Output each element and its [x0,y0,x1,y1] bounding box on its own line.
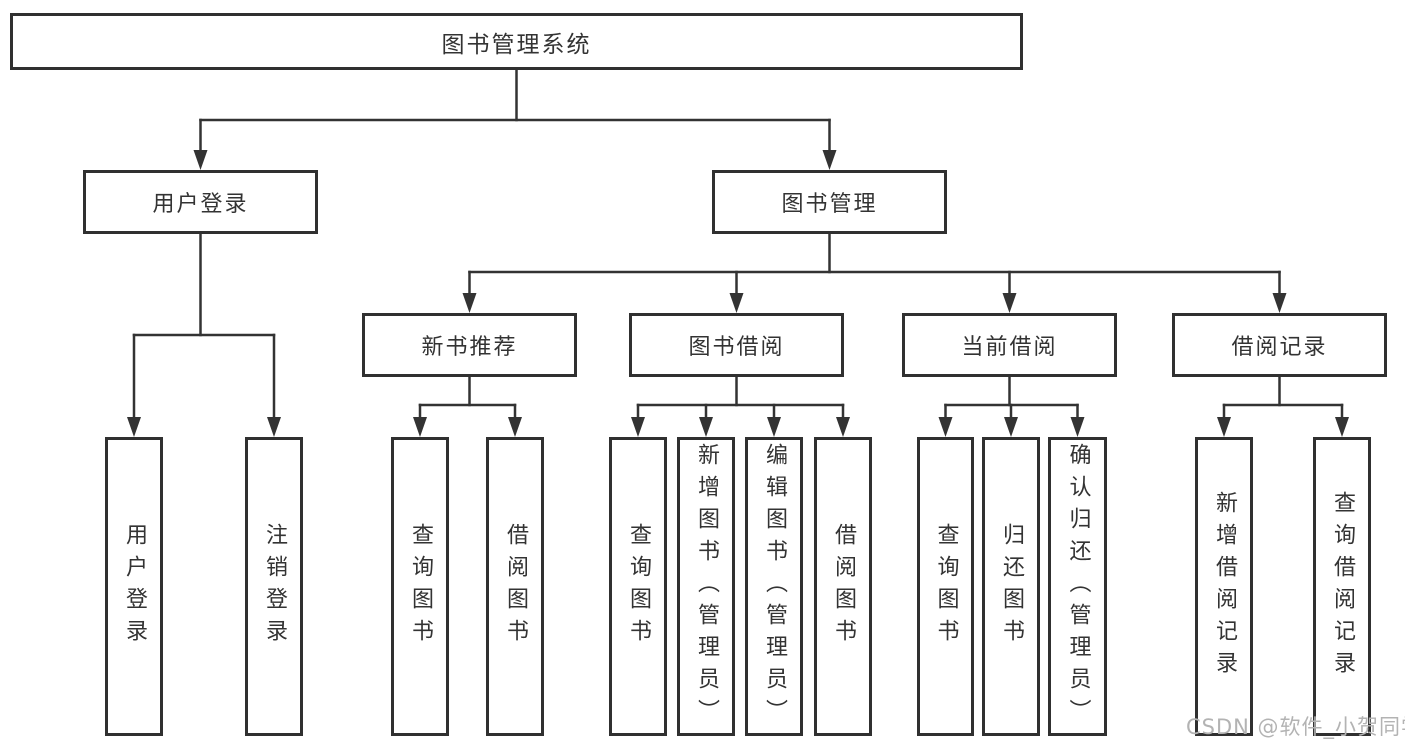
node-leaf-query-borrow-record-label: 查询借阅记录 [1330,490,1355,683]
node-book-management-label: 图书管理 [781,192,878,217]
arrowhead-icon [193,150,208,170]
node-new-book-recommendation: 新书推荐 [362,313,577,377]
arrowhead-icon [822,150,837,170]
node-leaf-query-borrow-record: 查询借阅记录 [1313,437,1371,736]
node-book-borrowing-label: 图书借阅 [688,335,785,360]
node-library-management-system-label: 图书管理系统 [441,31,592,58]
arrowhead-icon [413,417,427,437]
node-leaf-borrow-books-1-label: 借阅图书 [503,522,528,651]
arrowhead-icon [462,293,477,313]
node-leaf-confirm-return-admin-label: 确认归还（管理员） [1065,442,1091,731]
node-leaf-return-books-label: 归还图书 [999,522,1024,651]
watermark: CSDN @软件_小贺同学 [1186,715,1405,739]
arrowhead-icon [127,417,141,437]
node-leaf-query-books-1-label: 查询图书 [408,522,433,651]
node-leaf-borrow-books-1: 借阅图书 [486,437,544,736]
arrowhead-icon [631,417,645,437]
arrowhead-icon [938,417,953,437]
node-user-login: 用户登录 [83,170,318,234]
node-new-book-recommendation-label: 新书推荐 [421,335,518,360]
node-leaf-borrow-books-2-label: 借阅图书 [831,522,856,651]
node-leaf-confirm-return-admin: 确认归还（管理员） [1048,437,1107,736]
node-leaf-query-books-1: 查询图书 [391,437,449,736]
node-leaf-borrow-books-2: 借阅图书 [814,437,872,736]
node-current-borrowing-label: 当前借阅 [961,335,1058,360]
node-leaf-edit-book-admin: 编辑图书（管理员） [745,437,803,736]
arrowhead-icon [767,417,781,437]
arrowhead-icon [1335,417,1349,437]
arrowhead-icon [267,417,281,437]
node-current-borrowing: 当前借阅 [902,313,1117,377]
node-book-borrowing: 图书借阅 [629,313,844,377]
arrowhead-icon [1217,417,1231,437]
node-borrowing-records: 借阅记录 [1172,313,1387,377]
node-leaf-add-book-admin-label: 新增图书（管理员） [694,442,719,731]
arrowhead-icon [508,417,522,437]
arrowhead-icon [836,417,850,437]
node-leaf-return-books: 归还图书 [982,437,1040,736]
node-leaf-query-books-2: 查询图书 [609,437,667,736]
arrowhead-icon [699,417,713,437]
node-borrowing-records-label: 借阅记录 [1231,335,1328,360]
arrowhead-icon [1002,293,1017,313]
arrowhead-icon [1070,417,1085,437]
node-leaf-add-borrow-record-label: 新增借阅记录 [1212,490,1237,683]
node-leaf-logout-label: 注销登录 [262,522,287,651]
node-leaf-query-books-3: 查询图书 [917,437,974,736]
node-leaf-add-borrow-record: 新增借阅记录 [1195,437,1253,736]
arrowhead-icon [1272,293,1287,313]
node-leaf-user-login-label: 用户登录 [122,522,147,651]
node-library-management-system: 图书管理系统 [10,13,1023,70]
arrowhead-icon [1004,417,1018,437]
node-leaf-query-books-2-label: 查询图书 [626,522,651,651]
node-leaf-edit-book-admin-label: 编辑图书（管理员） [762,442,787,731]
node-user-login-label: 用户登录 [152,192,249,217]
node-leaf-logout: 注销登录 [245,437,303,736]
node-leaf-user-login: 用户登录 [105,437,163,736]
node-leaf-query-books-3-label: 查询图书 [933,522,959,651]
node-leaf-add-book-admin: 新增图书（管理员） [677,437,735,736]
arrowhead-icon [729,293,744,313]
node-book-management: 图书管理 [712,170,947,234]
